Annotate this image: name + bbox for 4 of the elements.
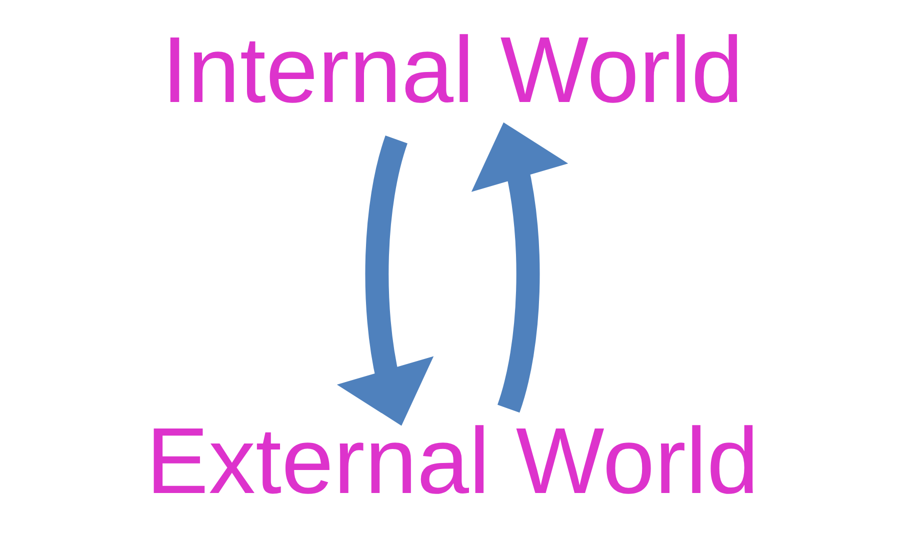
node-text: External World bbox=[146, 408, 759, 514]
node-text: Internal World bbox=[162, 16, 744, 122]
arrow bbox=[471, 122, 568, 412]
arrow bbox=[336, 136, 434, 426]
